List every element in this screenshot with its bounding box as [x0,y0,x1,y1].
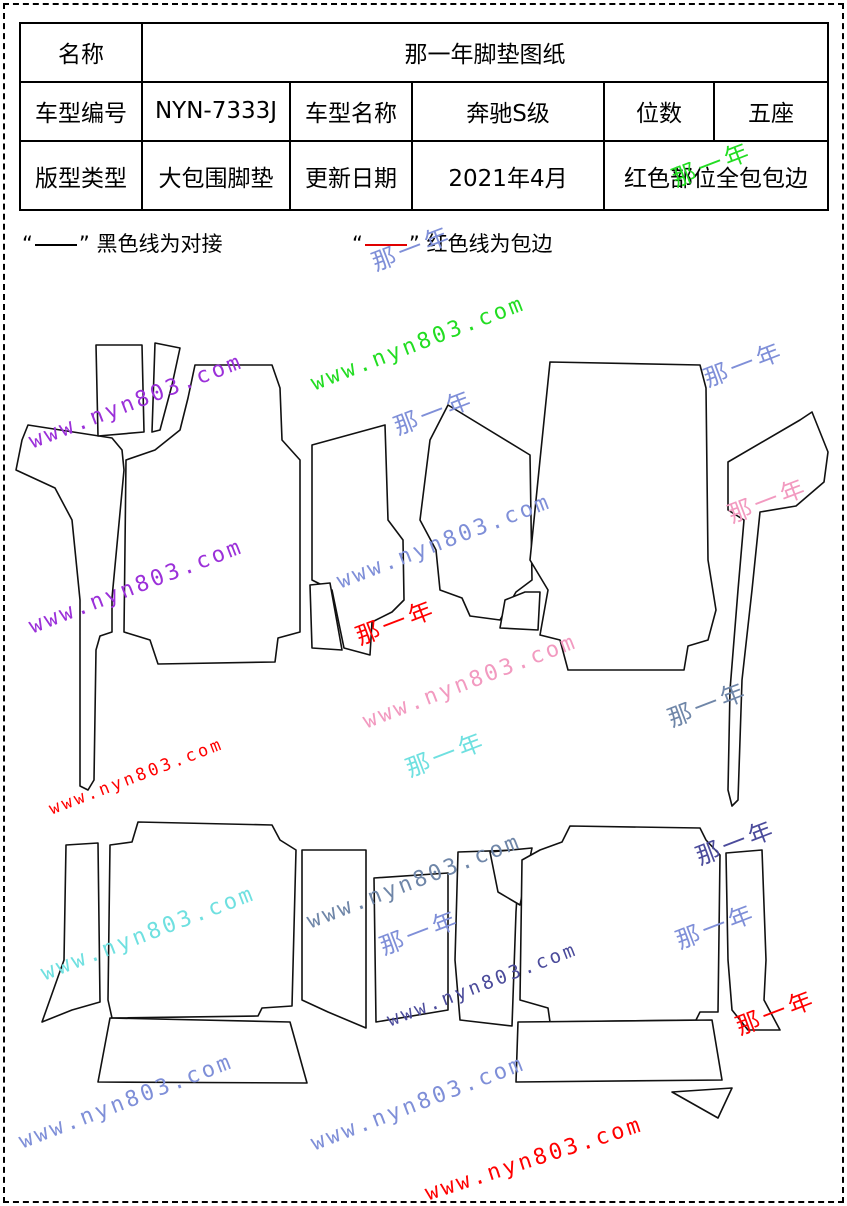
legend-black-close-quote: ” [78,232,90,256]
mat-piece-small-wedge [151,342,181,433]
mat-piece-left-side-strip [15,424,125,791]
seats-value: 五座 [713,80,829,143]
mat-piece-rear-left-floor [107,821,297,1019]
legend-red-line [364,244,407,246]
mat-piece-front-left-floor [123,364,301,665]
update-date-value: 2021年4月 [411,140,605,211]
spec-row-type: 版型类型 大包围脚垫 更新日期 2021年4月 红色部位全包包边 [19,140,829,211]
mat-piece-rear-center-left [301,849,367,1029]
model-code-value: NYN-7333J [141,80,291,143]
spec-table: 名称 那一年脚垫图纸 车型编号 NYN-7333J 车型名称 奔驰S级 位数 五… [19,22,829,211]
legend-black-line [34,244,77,246]
spec-row-model: 车型编号 NYN-7333J 车型名称 奔驰S级 位数 五座 [19,80,829,143]
update-date-label: 更新日期 [289,140,413,211]
mat-piece-front-right-floor [529,361,717,671]
title-label: 名称 [19,22,143,83]
mat-piece-rear-right-footrest [515,1019,723,1083]
mat-piece-small-rect [95,344,145,437]
title-value: 那一年脚垫图纸 [141,22,829,83]
spec-row-title: 名称 那一年脚垫图纸 [19,22,829,83]
pattern-type-label: 版型类型 [19,140,143,211]
legend-red: “ ” 红色线为包边 [352,228,552,258]
pattern-type-value: 大包围脚垫 [141,140,291,211]
legend-red-close-quote: ” [408,232,420,256]
legend-black-text: 黑色线为对接 [96,232,223,256]
mat-piece-rear-left-side [41,842,101,1023]
mat-piece-rear-right-side [725,849,781,1031]
mat-piece-tunnel-center [373,872,449,1023]
seats-label: 位数 [603,80,715,143]
mat-piece-right-side-strip [727,411,829,807]
legend-black: “ ” 黑色线为对接 [22,228,222,258]
legend-red-text: 红色线为包边 [426,232,553,256]
model-name-label: 车型名称 [289,80,413,143]
mat-piece-rear-right-small [671,1087,733,1119]
mat-piece-center-heel-corner [499,591,541,631]
model-code-label: 车型编号 [19,80,143,143]
page-frame [3,3,844,1203]
legend-black-open-quote: “ [22,232,33,256]
edge-note: 红色部位全包包边 [603,140,829,211]
mat-piece-left-heel-corner [309,582,343,651]
mat-piece-rear-left-footrest [97,1017,308,1084]
legend-red-open-quote: “ [352,232,363,256]
model-name-value: 奔驰S级 [411,80,605,143]
